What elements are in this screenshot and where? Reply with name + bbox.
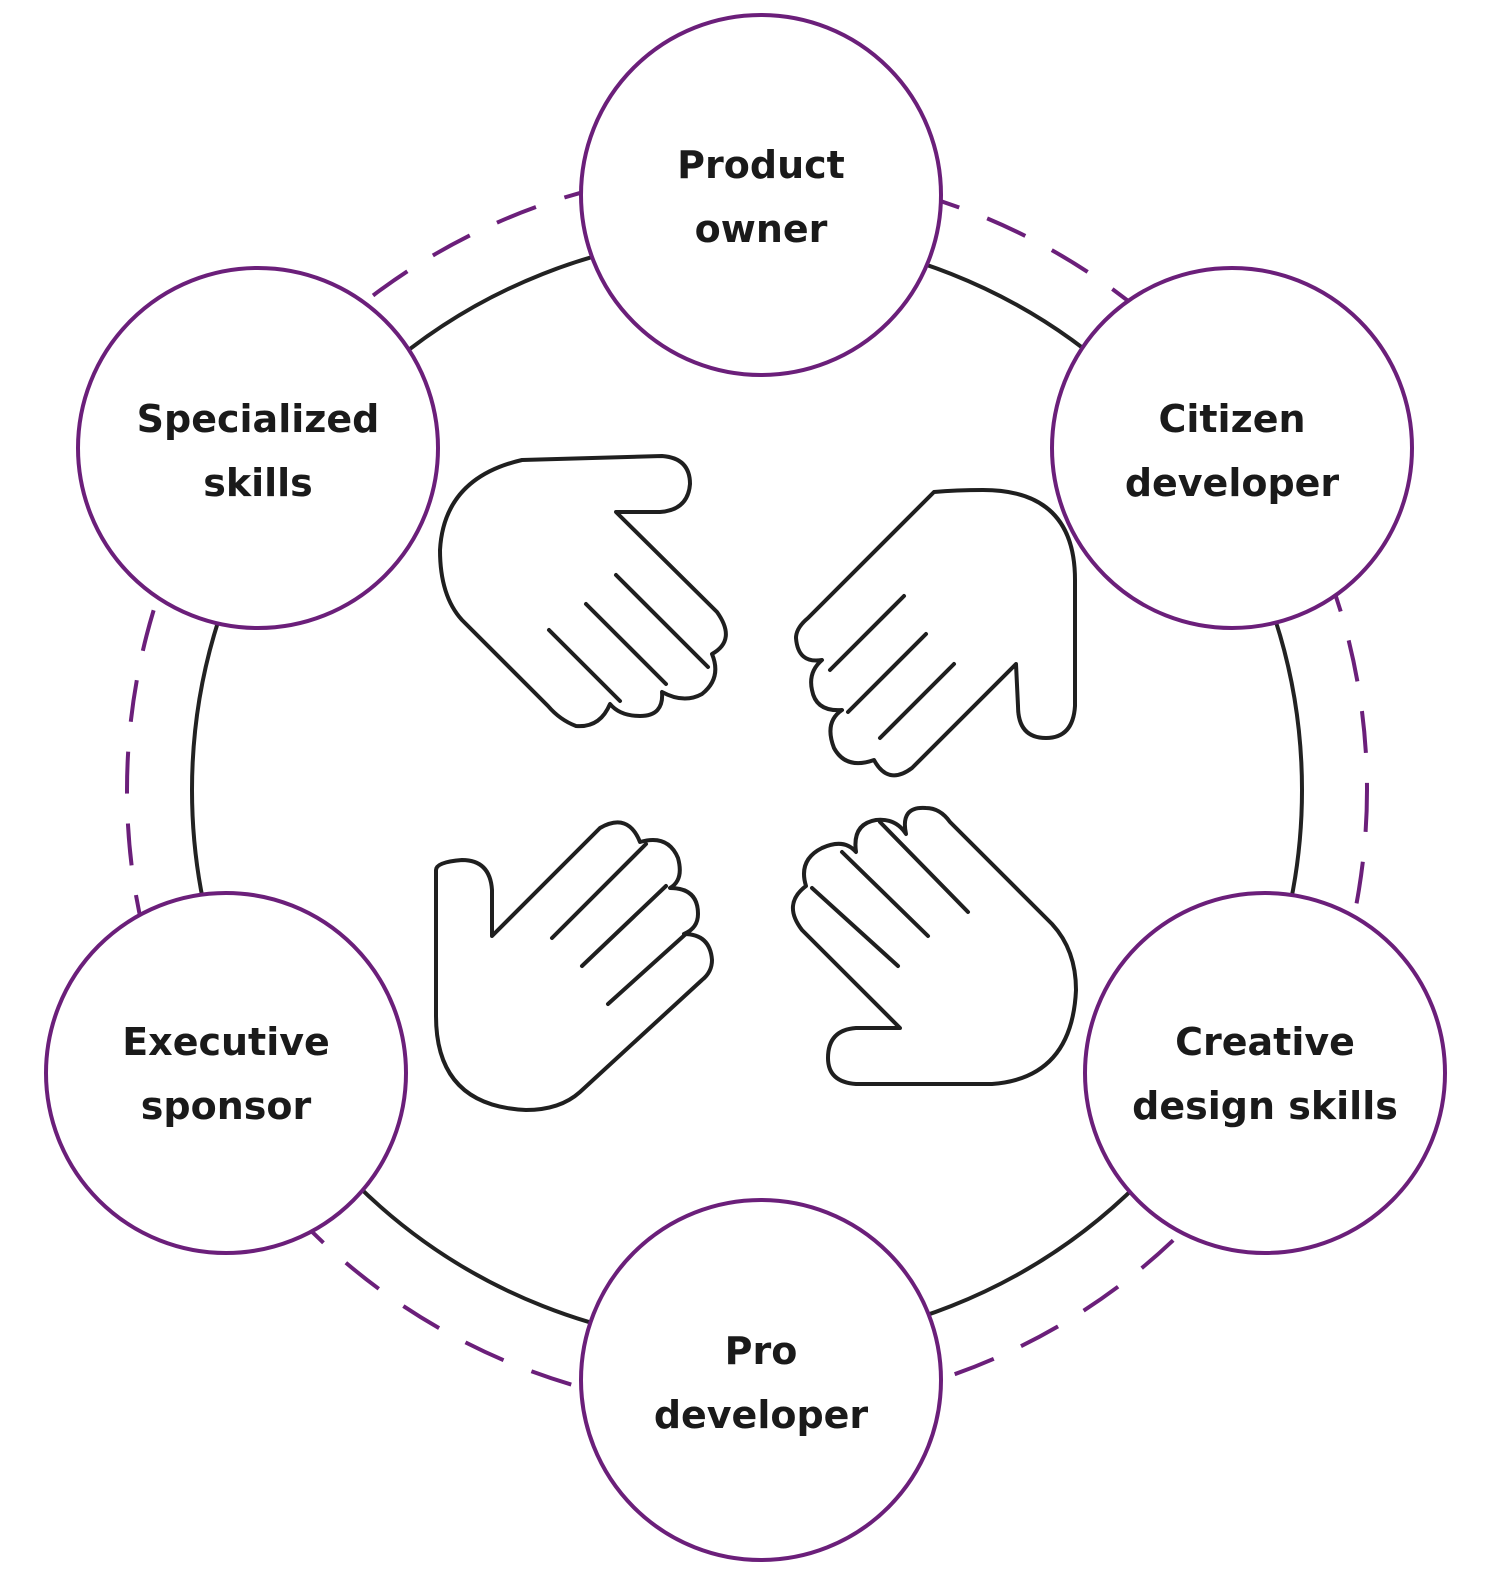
role-product-owner: Product owner <box>579 13 943 377</box>
role-label-line2: skills <box>203 461 313 505</box>
role-citizen-developer: Citizen developer <box>1050 266 1414 630</box>
role-label-line1: Executive <box>122 1020 330 1064</box>
role-label-line2: design skills <box>1132 1084 1398 1128</box>
role-label-line1: Pro <box>725 1329 798 1373</box>
role-label-line2: developer <box>1125 461 1340 505</box>
role-label-line2: sponsor <box>141 1084 312 1128</box>
role-specialized-skills: Specialized skills <box>76 266 440 630</box>
role-executive-sponsor: Executive sponsor <box>44 891 408 1255</box>
role-circle <box>1050 266 1414 630</box>
role-label-line1: Creative <box>1175 1020 1355 1064</box>
role-circle <box>76 266 440 630</box>
hand-top-left-icon <box>438 454 728 729</box>
role-circle <box>1083 891 1447 1255</box>
hand-bottom-right-icon <box>791 805 1078 1086</box>
role-pro-developer: Pro developer <box>579 1198 943 1562</box>
role-circle <box>579 1198 943 1562</box>
hand-bottom-left-icon <box>434 820 714 1112</box>
role-label-line1: Citizen <box>1158 397 1305 441</box>
four-hands-icon <box>434 454 1078 1112</box>
role-circle <box>579 13 943 377</box>
role-circle <box>44 891 408 1255</box>
role-label-line2: developer <box>654 1393 869 1437</box>
role-label-line1: Specialized <box>137 397 380 441</box>
role-label-line1: Product <box>677 143 845 187</box>
role-label-line2: owner <box>695 207 828 251</box>
hand-top-right-icon <box>794 488 1077 778</box>
role-creative-design-skills: Creative design skills <box>1083 891 1447 1255</box>
